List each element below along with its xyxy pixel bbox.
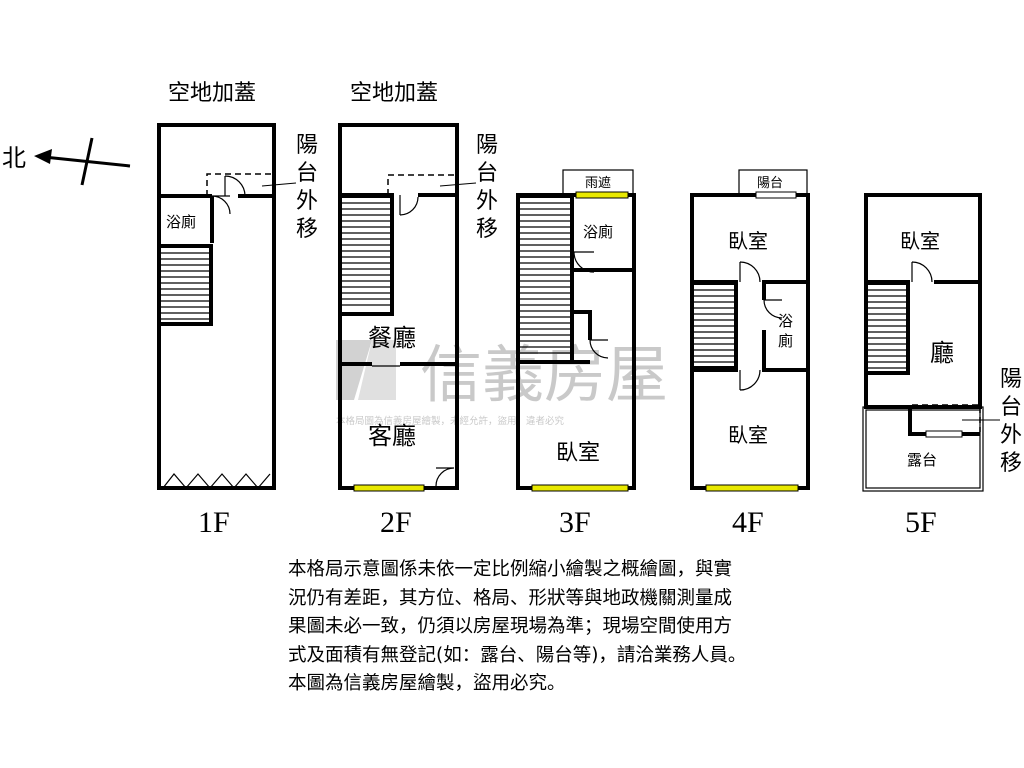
window bbox=[353, 484, 425, 492]
staircase bbox=[157, 244, 213, 326]
room-label-bath: 浴廁 bbox=[166, 213, 196, 231]
room-label-bath: 浴廁 bbox=[583, 223, 613, 241]
svg-text:陽: 陽 bbox=[1000, 367, 1022, 392]
watermark: 信義房屋 本格局圖為信義房屋繪製，未經允許，盜用，違者必究 bbox=[336, 338, 668, 427]
room-label-extension: 空地加蓋 bbox=[350, 81, 438, 106]
disclaimer-line: 本圖為信義房屋繪製，盜用必究。 bbox=[288, 673, 566, 694]
room-label-bath: 浴 bbox=[778, 312, 793, 330]
door-swing-icon bbox=[739, 261, 761, 283]
room-label-dining: 餐廳 bbox=[368, 324, 416, 352]
floor-label-5f: 5F bbox=[905, 506, 937, 539]
door-swing-icon bbox=[573, 251, 595, 273]
disclaimer-line: 果圖未必一致，仍須以房屋現場為準；現場空間使用方 bbox=[288, 616, 733, 637]
door-swing-icon bbox=[399, 195, 419, 216]
stair-steps-icon bbox=[342, 202, 390, 306]
stair-steps-icon bbox=[868, 289, 906, 369]
stair-steps-icon bbox=[520, 202, 570, 354]
floor-label-2f: 2F bbox=[380, 506, 412, 539]
door-swing-icon bbox=[224, 175, 246, 197]
watermark-brand: 信義房屋 bbox=[420, 338, 668, 411]
door-swing-icon bbox=[435, 467, 455, 487]
svg-text:移: 移 bbox=[476, 217, 498, 242]
svg-text:移: 移 bbox=[1000, 451, 1022, 476]
balcony-note: 陽 台 外 移 bbox=[1000, 367, 1022, 476]
window bbox=[575, 191, 629, 199]
leader-line bbox=[261, 182, 297, 187]
room-label-hall: 廳 bbox=[930, 339, 954, 367]
floor-1f: 空地加蓋 浴廁 陽 台 外 移 1F bbox=[157, 81, 318, 539]
room-label-bedroom: 臥室 bbox=[556, 441, 600, 466]
room-label-canopy: 雨遮 bbox=[585, 175, 611, 191]
leader-line bbox=[439, 182, 477, 187]
room-label-bedroom: 臥室 bbox=[728, 229, 768, 253]
floor-2f: 空地加蓋 餐廳 客廳 陽 台 外 移 2F bbox=[338, 81, 498, 539]
room-label-bedroom: 臥室 bbox=[728, 423, 768, 447]
floor-outline bbox=[864, 193, 982, 409]
stair-steps-icon bbox=[694, 289, 734, 363]
staircase bbox=[864, 281, 910, 375]
wall bbox=[908, 407, 926, 436]
svg-text:陽: 陽 bbox=[296, 133, 318, 158]
window bbox=[705, 484, 799, 492]
watermark-logo-icon bbox=[336, 340, 372, 400]
door-swing-icon bbox=[911, 261, 933, 283]
shutter-door-icon bbox=[162, 473, 271, 489]
balcony-note: 陽 台 外 移 bbox=[476, 133, 498, 242]
balcony-dashed-line bbox=[387, 174, 457, 195]
floor-3f: 雨遮 浴廁 臥室 3F bbox=[516, 169, 636, 539]
floor-5f: 臥室 廳 露台 陽 台 外 移 5F bbox=[862, 193, 1022, 539]
floor-label-1f: 1F bbox=[198, 506, 230, 539]
svg-text:陽: 陽 bbox=[476, 133, 498, 158]
balcony-note: 陽 台 外 移 bbox=[296, 133, 318, 242]
disclaimer-line: 況仍有差距，其方位、格局、形狀等與地政機關測量成 bbox=[288, 587, 733, 609]
floor-label-4f: 4F bbox=[732, 506, 764, 539]
svg-text:外: 外 bbox=[1000, 423, 1022, 448]
window bbox=[755, 191, 797, 199]
svg-text:移: 移 bbox=[296, 217, 318, 242]
stair-steps-icon bbox=[161, 252, 209, 320]
svg-text:廁: 廁 bbox=[778, 332, 793, 350]
north-label: 北 bbox=[2, 144, 26, 172]
floor-4f: 陽台 臥室 浴 廁 臥室 4F bbox=[690, 169, 810, 539]
balcony-dashed-line bbox=[912, 404, 981, 432]
room-label-bedroom: 臥室 bbox=[900, 229, 940, 253]
terrace-outline bbox=[862, 406, 984, 492]
watermark-notice: 本格局圖為信義房屋繪製，未經允許，盜用，違者必究 bbox=[336, 415, 565, 427]
disclaimer-line: 本格局示意圖係未依一定比例縮小繪製之概繪圖，與實 bbox=[288, 559, 733, 580]
north-arrow: 北 bbox=[2, 137, 131, 186]
room-label-living: 客廳 bbox=[368, 422, 416, 450]
room-label-extension: 空地加蓋 bbox=[168, 81, 256, 106]
room-label-balcony: 陽台 bbox=[757, 176, 783, 191]
svg-text:台: 台 bbox=[296, 161, 318, 186]
door-swing-icon bbox=[739, 369, 761, 391]
svg-text:台: 台 bbox=[476, 161, 498, 186]
disclaimer-text: 本格局示意圖係未依一定比例縮小繪製之概繪圖，與實 況仍有差距，其方位、格局、形狀… bbox=[288, 556, 863, 699]
arrow-head-icon bbox=[34, 149, 52, 164]
staircase bbox=[338, 194, 394, 316]
door-swing-icon bbox=[763, 299, 783, 319]
door-swing-icon bbox=[589, 339, 609, 359]
wall bbox=[572, 310, 592, 340]
door-swing-icon bbox=[211, 195, 231, 215]
svg-text:台: 台 bbox=[1000, 395, 1022, 420]
window bbox=[531, 484, 629, 492]
sliding-door bbox=[925, 430, 963, 438]
svg-text:外: 外 bbox=[476, 189, 498, 214]
svg-text:外: 外 bbox=[296, 189, 318, 214]
disclaimer-line: 式及面積有無登記(如：露台、陽台等)，請洽業務人員。 bbox=[288, 644, 747, 666]
arrow-crossbar-icon bbox=[80, 137, 94, 186]
balcony-dashed-line bbox=[206, 173, 274, 196]
floor-label-3f: 3F bbox=[559, 506, 591, 539]
room-label-terrace: 露台 bbox=[907, 451, 937, 469]
